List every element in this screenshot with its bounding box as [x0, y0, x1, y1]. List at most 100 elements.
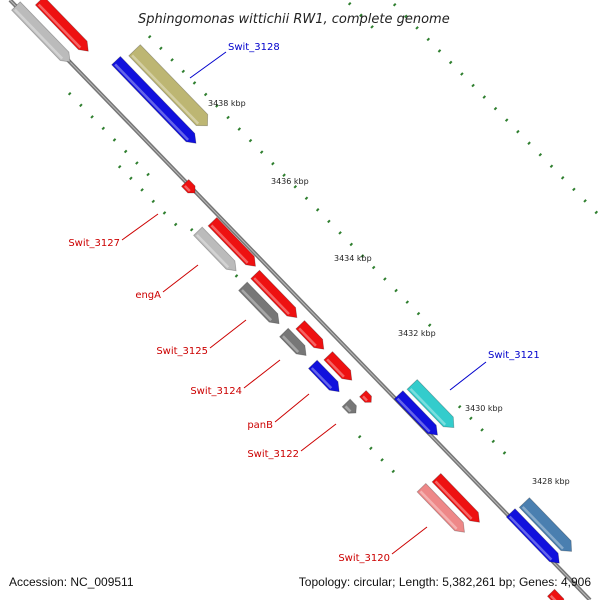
leader-line: [243, 359, 281, 389]
tick-dot: [594, 210, 599, 215]
gene-red-3127: [207, 216, 256, 267]
gene-swit-3127: [193, 226, 237, 272]
tick-label: 3430 kbp: [465, 404, 503, 413]
gene-red-3127-shine: [210, 224, 249, 264]
gene-label: engA: [135, 290, 161, 301]
topology-label: Topology: circular; Length: 5,382,261 bp…: [298, 575, 591, 589]
tick-dot: [248, 138, 253, 143]
tick-dot: [259, 150, 264, 154]
tick-dot: [234, 274, 239, 278]
tick-label: 3434 kbp: [334, 254, 372, 263]
tick-dot: [271, 161, 275, 166]
leader-line: [300, 423, 337, 452]
tick-dot-guides: [67, 2, 599, 474]
tick-dot: [549, 164, 554, 169]
gene-enga-shine: [241, 289, 273, 322]
gene-panb: [341, 398, 357, 414]
gene-blue-bottom-shine: [508, 515, 553, 561]
tick-dot: [538, 152, 543, 157]
tick-dot: [159, 46, 163, 51]
gene-steel-bottom-shine: [521, 506, 564, 550]
tick-dot: [482, 95, 487, 99]
tick-dot: [560, 176, 565, 180]
gene-red-top: [34, 0, 89, 52]
gene-red-enga: [250, 269, 298, 319]
tick-dot: [392, 2, 397, 7]
gene-small-red-shine: [184, 185, 191, 192]
tick-dot: [415, 26, 419, 30]
tick-dot: [151, 199, 156, 204]
gene-red-enga-shine: [253, 277, 290, 315]
gene-label: panB: [247, 420, 273, 431]
tick-dot: [491, 439, 496, 444]
gene-red-3125-shine: [298, 327, 317, 347]
leader-line: [449, 361, 487, 391]
gene-swit-3128-shine: [131, 54, 200, 125]
tick-dot: [383, 277, 387, 281]
gene-blue-3128-shine: [114, 63, 189, 141]
accession-label: Accession: NC_009511: [9, 575, 134, 589]
gene-label: Swit_3121: [488, 350, 540, 361]
gene-swit-3124-shine: [310, 367, 333, 389]
gene-red-bottom: [546, 588, 565, 600]
tick-dot: [347, 2, 352, 6]
tick-dot: [583, 199, 587, 203]
gene-features: [11, 0, 573, 600]
tick-dot: [315, 208, 320, 212]
gene-label: Swit_3127: [68, 238, 120, 249]
gene-enga: [238, 281, 280, 325]
gene-label: Swit_3124: [190, 386, 242, 397]
tick-dot: [146, 172, 150, 177]
gene-red-3124: [323, 351, 353, 381]
leader-line: [189, 51, 227, 79]
gene-red-bottom-shine: [549, 594, 557, 600]
leader-line: [391, 526, 428, 555]
tick-label: 3436 kbp: [271, 177, 309, 186]
tick-dot: [416, 311, 421, 316]
tick-dot: [237, 127, 242, 131]
gene-swit-3128: [128, 44, 209, 127]
gene-red-3120: [431, 472, 480, 523]
tick-dot: [516, 129, 520, 134]
tick-dot: [135, 161, 139, 165]
leader-line: [162, 264, 199, 293]
tick-dot: [427, 323, 432, 327]
tick-dot: [394, 288, 398, 293]
gene-swit-3124: [307, 359, 340, 393]
gene-blue-3121-shine: [396, 397, 431, 433]
gene-swit-3121: [406, 379, 455, 429]
gene-swit-3120: [416, 482, 465, 533]
tick-dot: [293, 184, 298, 189]
gene-blue-3128: [111, 55, 197, 144]
tick-dot: [502, 451, 507, 455]
leader-line: [209, 319, 247, 349]
gene-swit-3121-shine: [409, 388, 447, 426]
tick-dot: [469, 416, 473, 421]
tick-dot: [460, 72, 464, 76]
tick-dot: [181, 69, 186, 74]
tick-dot: [140, 188, 144, 192]
gene-labels: Swit_3128Swit_3127engASwit_3125Swit_3124…: [68, 42, 539, 564]
tick-dot: [215, 104, 219, 108]
gene-red-3124-shine: [326, 358, 345, 378]
tick-dot: [304, 196, 309, 201]
tick-dot: [369, 446, 373, 451]
tick-dot: [391, 469, 396, 474]
gene-label: Swit_3125: [156, 346, 208, 357]
tick-dot: [457, 405, 462, 409]
tick-dot: [572, 187, 576, 192]
tick-label: 3432 kbp: [398, 329, 436, 338]
tick-dot: [493, 106, 498, 111]
leader-line: [274, 393, 310, 423]
tick-dot: [117, 165, 122, 169]
tick-dot: [123, 149, 128, 154]
tick-dot: [189, 227, 194, 232]
tick-dot: [349, 242, 354, 247]
tick-dot: [173, 222, 178, 227]
tick-dot: [370, 25, 374, 29]
tick-dot: [101, 126, 106, 131]
tick-dot: [192, 81, 197, 85]
tick-dot: [527, 141, 531, 145]
